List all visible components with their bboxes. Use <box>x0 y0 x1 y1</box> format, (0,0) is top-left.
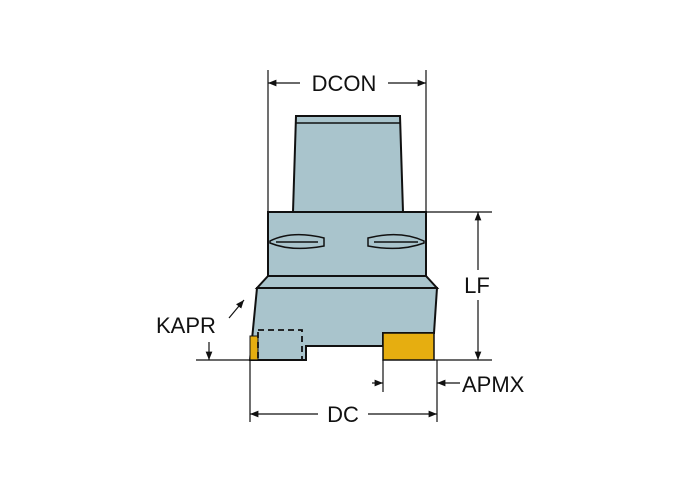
label-lf: LF <box>464 273 490 298</box>
dim-lf: LF <box>464 212 490 360</box>
label-apmx: APMX <box>462 372 525 397</box>
dim-dcon: DCON <box>268 71 426 96</box>
insert-left-visible <box>249 335 259 361</box>
transition <box>254 275 440 289</box>
insert-right <box>382 332 435 361</box>
extension-lines <box>196 70 492 422</box>
dim-dc: DC <box>249 402 437 427</box>
label-dcon: DCON <box>312 71 377 96</box>
label-kapr: KAPR <box>156 313 216 338</box>
shank <box>291 115 405 213</box>
dim-apmx: APMX <box>372 372 525 397</box>
coolant-slot-right <box>367 233 425 250</box>
label-dc: DC <box>327 402 359 427</box>
coolant-slot-left <box>269 233 325 250</box>
dim-kapr: KAPR <box>156 299 245 360</box>
